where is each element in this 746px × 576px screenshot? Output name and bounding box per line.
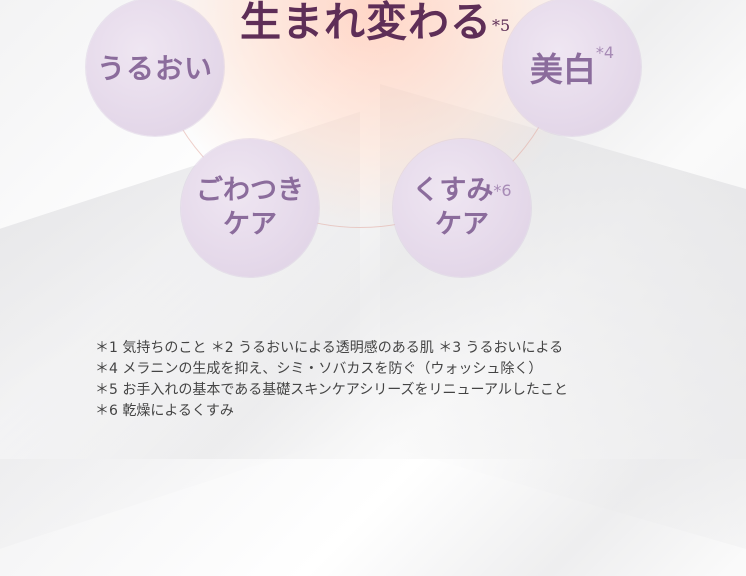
bubble-bihaku-footnote-mark: *4 — [595, 43, 615, 62]
bubble-gowatsuki-line1: ごわつき — [196, 175, 304, 206]
footnote-line: ＊6 乾燥によるくすみ — [95, 403, 234, 419]
bubble-bihaku-label: 美白*4 — [530, 43, 614, 91]
bubble-bihaku: 美白*4 — [503, 0, 641, 136]
bubble-kusumi-line2: ケア — [435, 209, 489, 240]
bubble-gowatsuki-label: ごわつき ケア — [196, 174, 304, 242]
bubble-gowatsuki-line2: ケア — [223, 209, 277, 240]
headline-footnote-mark: *5 — [492, 16, 511, 35]
bubble-kusumi-line1: くすみ — [412, 175, 494, 206]
bubble-gowatsuki-care: ごわつき ケア — [181, 139, 319, 277]
bubble-kusumi-footnote-mark: *6 — [493, 181, 512, 200]
bubble-kusumi-label: くすみ*6 ケア — [412, 174, 511, 242]
bubble-bihaku-text: 美白 — [529, 50, 596, 89]
bubble-uruoi: うるおい — [86, 0, 224, 136]
headline-text: 生まれ変わる — [240, 0, 492, 46]
footnote-line: ＊4 メラニンの生成を抑え、シミ・ソバカスを防ぐ（ウォッシュ除く） — [95, 361, 543, 377]
bubble-kusumi-line1-wrap: くすみ*6 — [412, 174, 511, 208]
bubble-kusumi-care: くすみ*6 ケア — [393, 139, 531, 277]
headline: 生まれ変わる*5 — [240, 0, 510, 44]
footnote-line: ＊1 気持ちのこと ＊2 うるおいによる透明感のある肌 ＊3 うるおいによる — [95, 340, 564, 356]
footnotes: ＊1 気持ちのこと ＊2 うるおいによる透明感のある肌 ＊3 うるおいによる ＊… — [95, 338, 568, 422]
footnote-line: ＊5 お手入れの基本である基礎スキンケアシリーズをリニューアルしたこと — [95, 382, 568, 398]
bubble-uruoi-label: うるおい — [96, 52, 213, 85]
